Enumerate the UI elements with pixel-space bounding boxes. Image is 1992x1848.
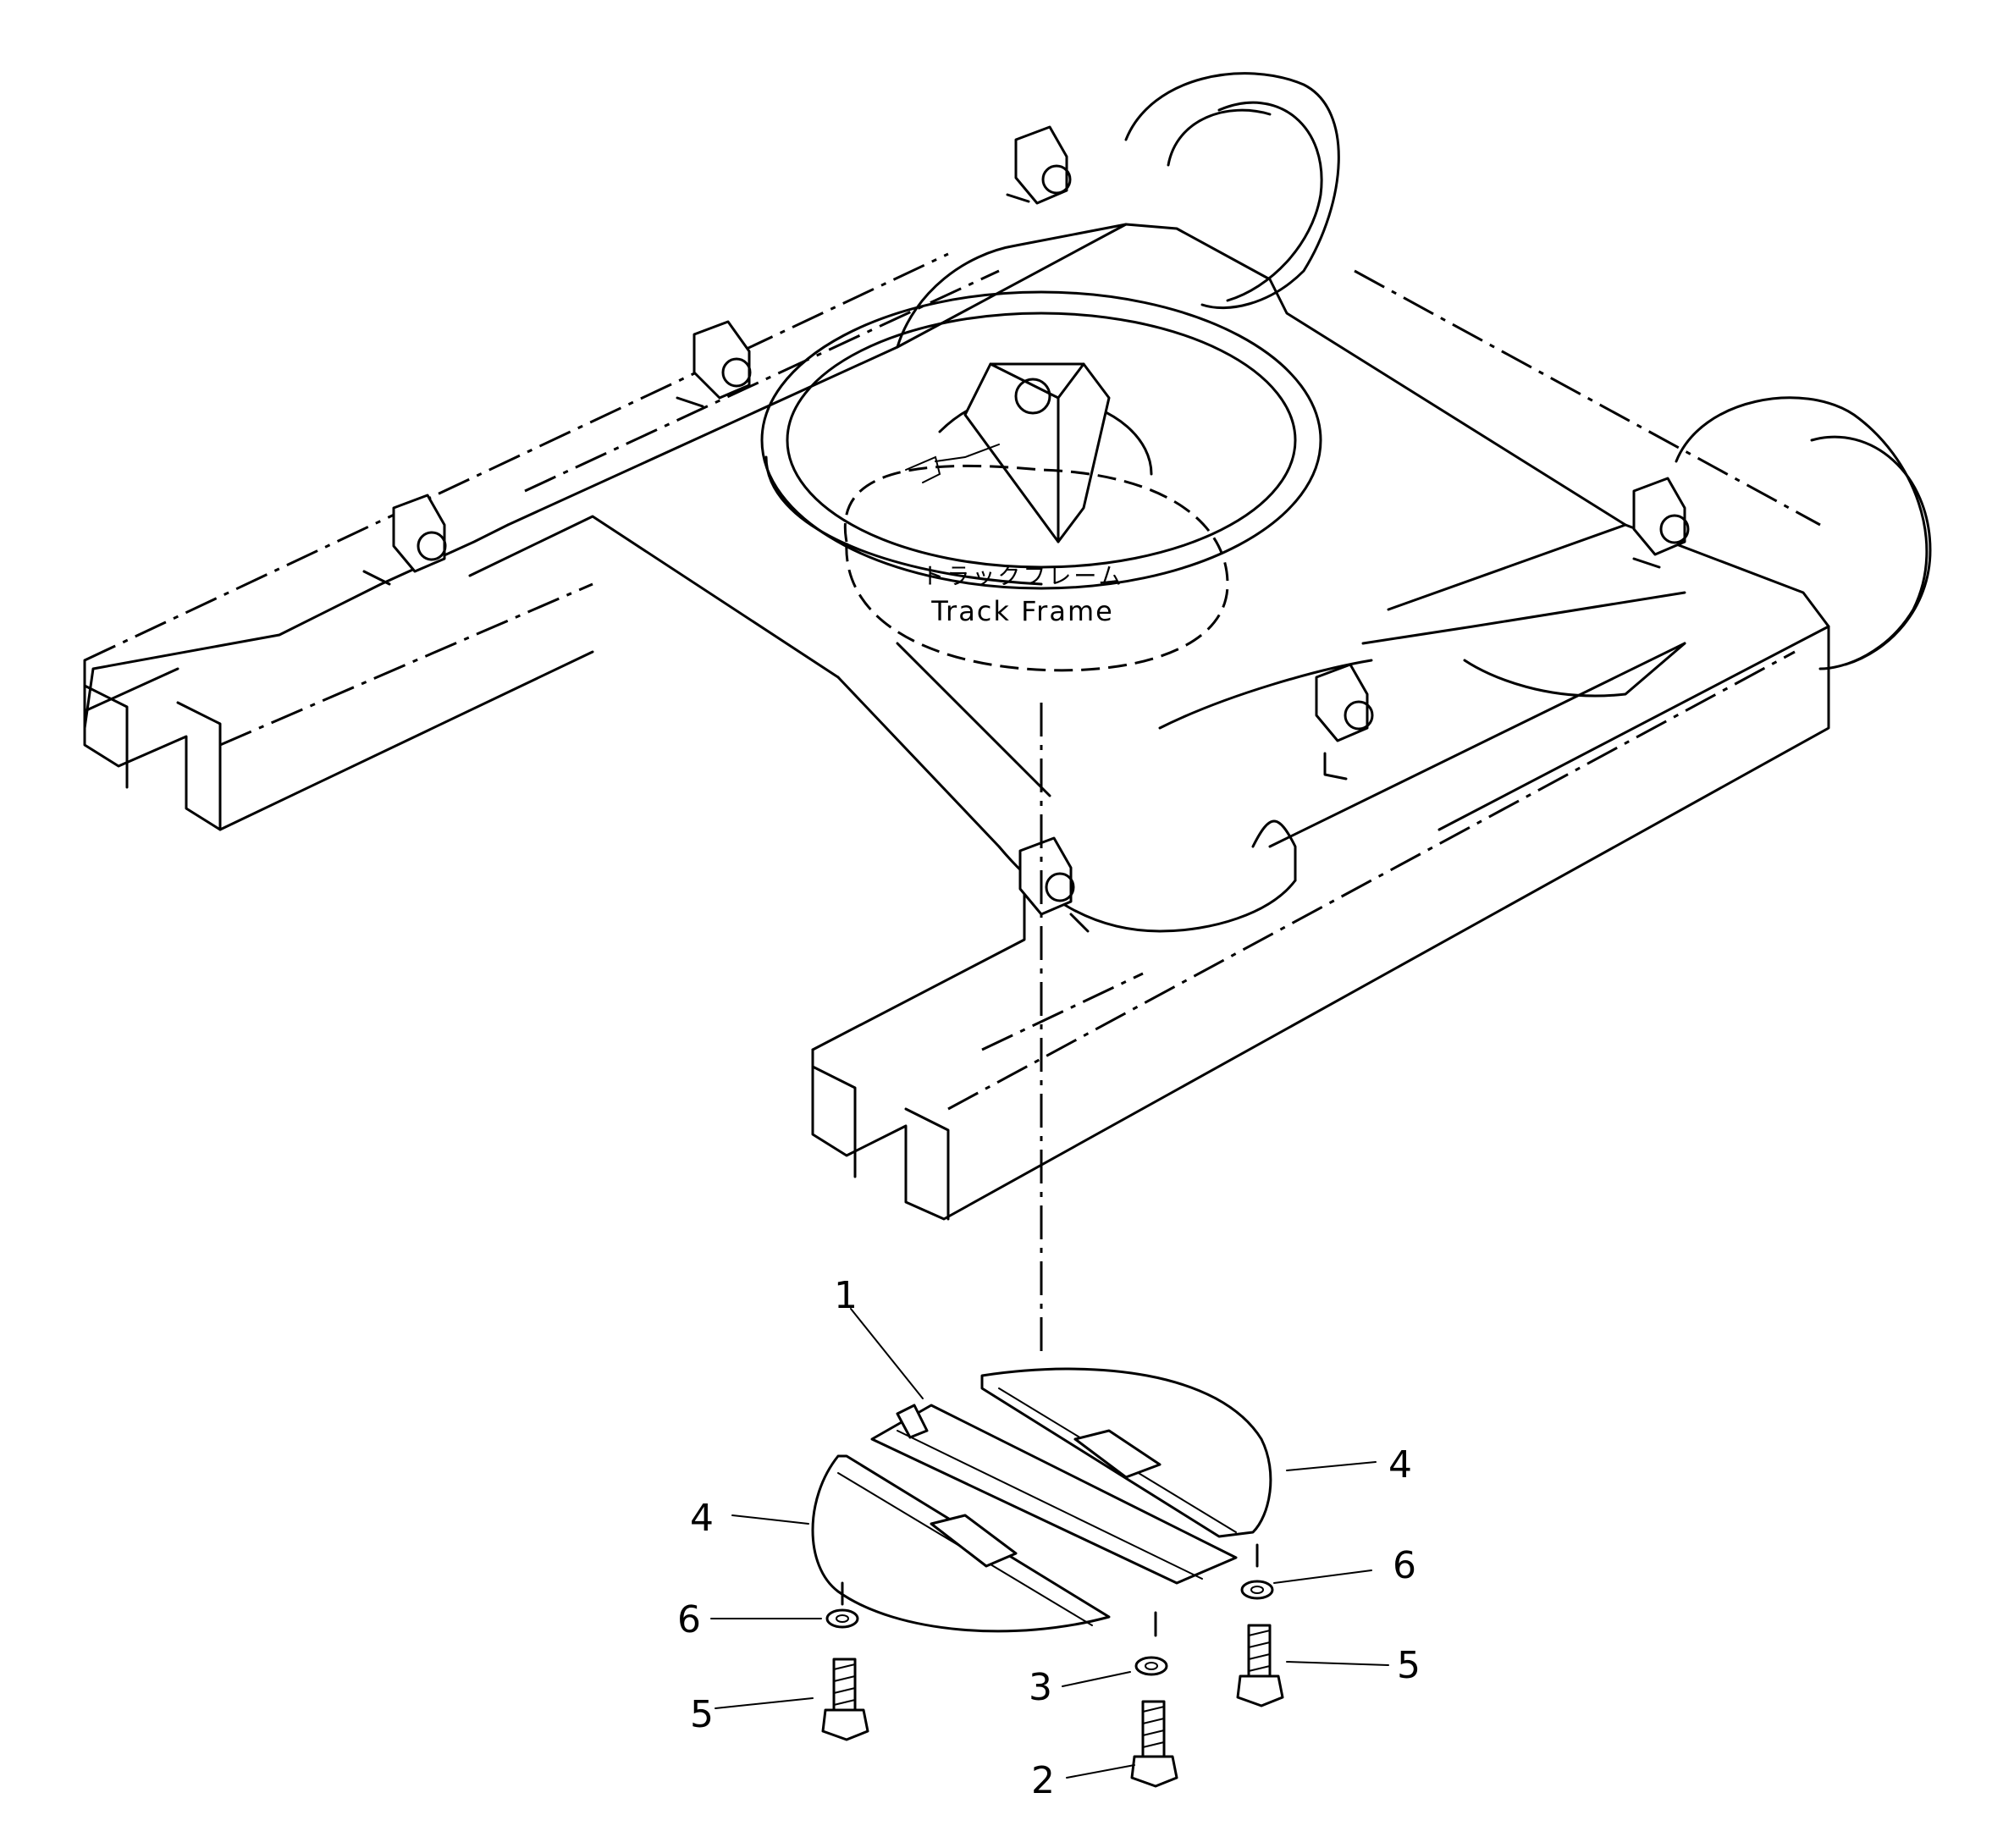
track-frame-label-en: Track Frame bbox=[930, 595, 1114, 627]
callout-2: 2 bbox=[1031, 1759, 1055, 1802]
washer-center bbox=[1134, 1656, 1168, 1676]
track-frame: トラックフレーム Track Frame bbox=[83, 72, 1932, 1354]
rear-track-loop bbox=[1124, 72, 1340, 310]
right-track-loop bbox=[1675, 396, 1932, 670]
callout-5-right: 5 bbox=[1397, 1644, 1421, 1687]
callout-4-upper: 4 bbox=[1388, 1443, 1412, 1487]
callout-4-lower: 4 bbox=[690, 1497, 714, 1540]
mounting-lug bbox=[362, 494, 447, 586]
callout-3: 3 bbox=[1029, 1666, 1052, 1709]
bolt-left bbox=[821, 1658, 869, 1741]
callout-6-left: 6 bbox=[677, 1598, 701, 1641]
bolt-center bbox=[1130, 1700, 1178, 1788]
callout-6-right: 6 bbox=[1393, 1544, 1416, 1587]
mounting-lug bbox=[676, 320, 752, 408]
bolt-right bbox=[1236, 1624, 1284, 1707]
callout-1: 1 bbox=[834, 1274, 858, 1317]
mounting-lug bbox=[1632, 477, 1690, 569]
swing-circle bbox=[760, 290, 1322, 672]
guard-plate-lower bbox=[811, 1454, 1111, 1633]
mounting-lug bbox=[1006, 125, 1072, 205]
washer-right bbox=[1240, 1580, 1274, 1600]
callout-5-left: 5 bbox=[690, 1693, 714, 1736]
clip bbox=[896, 1404, 929, 1439]
track-frame-label-jp: トラックフレーム bbox=[921, 564, 1123, 590]
guard-assembly bbox=[710, 1308, 1389, 1788]
mounting-lug bbox=[1315, 663, 1374, 781]
front-beam-end bbox=[811, 625, 1830, 1221]
guard-plate-upper bbox=[980, 1367, 1272, 1538]
washer-left bbox=[825, 1608, 859, 1629]
track-frame-label: トラックフレーム Track Frame bbox=[921, 564, 1123, 627]
mounting-lug bbox=[1018, 836, 1090, 933]
left-beam-end bbox=[83, 515, 840, 831]
callouts: 1 2 3 4 4 5 5 6 6 bbox=[677, 1274, 1421, 1802]
